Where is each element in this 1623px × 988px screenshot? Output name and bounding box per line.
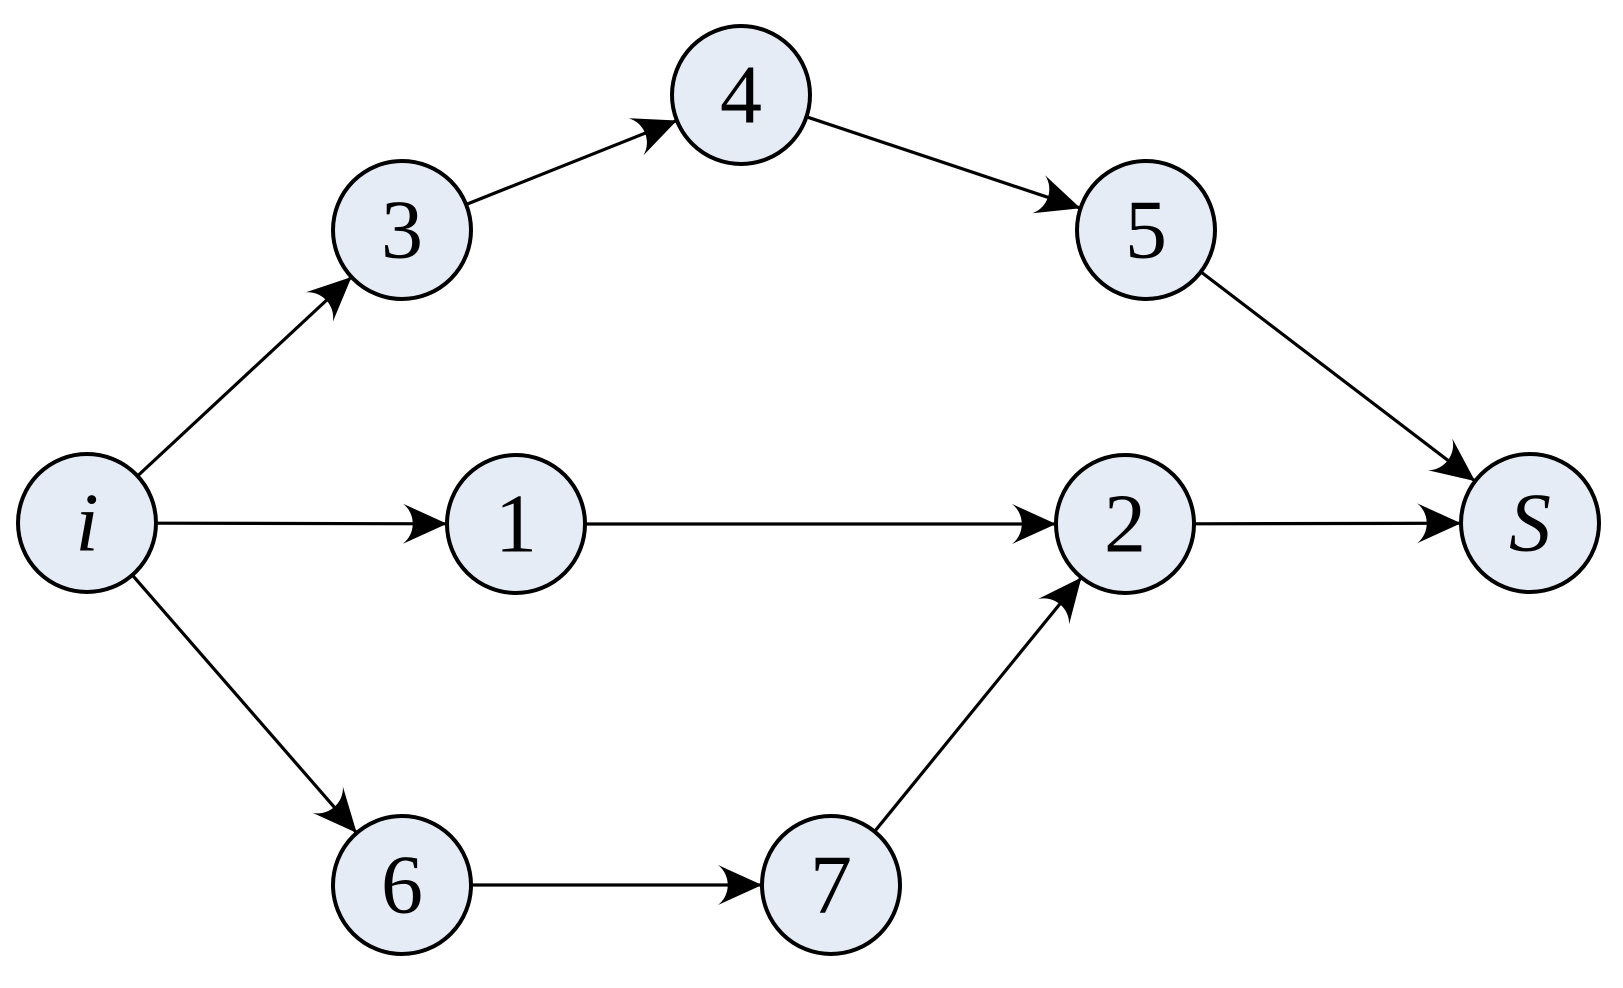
node-circle-4 [670,24,812,166]
node-label-1: 1 [495,478,537,571]
node-circle-1 [445,453,587,595]
node-6: 6 [331,814,473,956]
node-1: 1 [445,453,587,595]
node-label-7: 7 [810,839,852,932]
node-i: i [16,452,158,594]
edge-7-2 [873,576,1083,833]
edge-3-4 [465,118,678,206]
node-circle-i [16,452,158,594]
node-circle-5 [1075,159,1217,301]
node-4: 4 [670,24,812,166]
edge-5-S [1199,270,1477,483]
node-3: 3 [331,159,473,301]
node-5: 5 [1075,159,1217,301]
node-7: 7 [760,814,902,956]
node-S: S [1459,452,1601,594]
node-label-i: i [75,477,98,570]
node-circle-S [1459,452,1601,594]
node-label-2: 2 [1104,478,1146,571]
node-label-4: 4 [720,49,762,142]
node-layer: i 3 4 5 1 2 S 6 7 [16,24,1601,956]
edge-i-1 [155,503,448,544]
node-label-3: 3 [381,184,423,277]
node-2: 2 [1054,453,1196,595]
edge-i-6 [131,574,358,834]
edge-layer [131,115,1477,905]
node-label-6: 6 [381,839,423,932]
node-label-S: S [1509,477,1551,570]
edge-4-5 [805,115,1082,214]
node-label-5: 5 [1125,184,1167,277]
node-circle-7 [760,814,902,956]
edge-2-S [1193,503,1462,544]
node-circle-6 [331,814,473,956]
node-circle-3 [331,159,473,301]
edge-i-3 [136,275,353,478]
node-circle-2 [1054,453,1196,595]
